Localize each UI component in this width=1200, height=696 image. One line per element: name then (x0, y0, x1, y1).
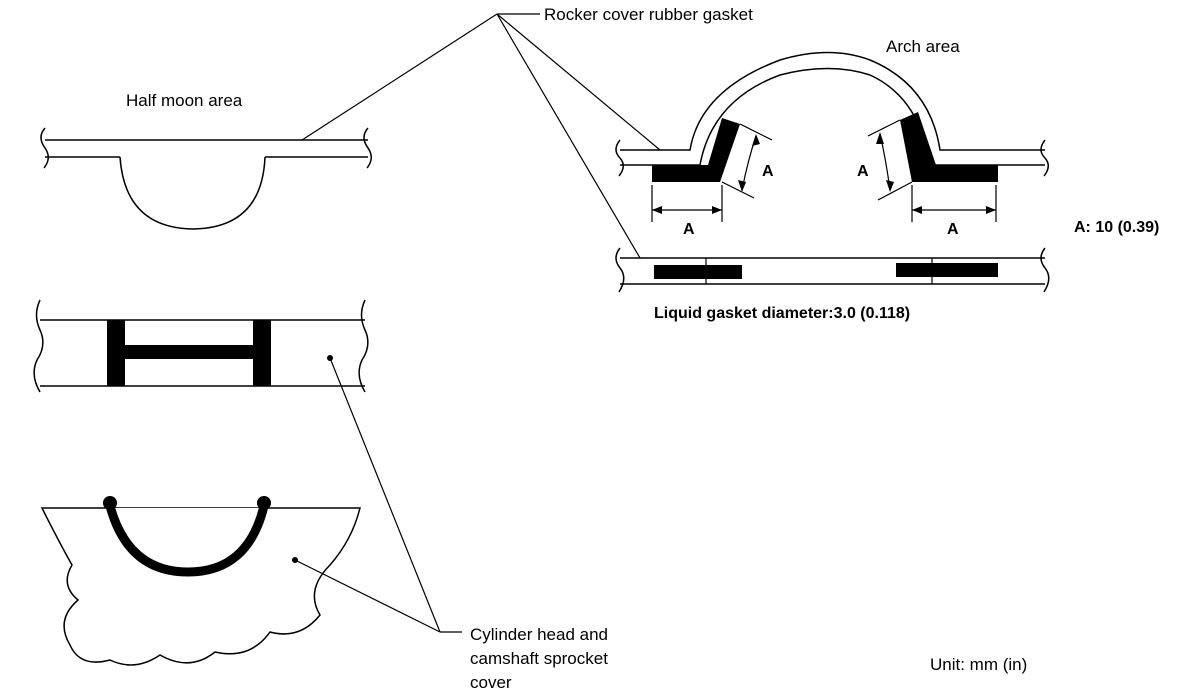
leader-rocker-halfmoon (301, 13, 498, 141)
dimension-a-value: A: 10 (0.39) (1074, 219, 1159, 236)
leader-lines (292, 13, 661, 633)
arch-outer (620, 51, 1045, 151)
h-bead-crossbar (107, 345, 271, 359)
dim-a-label-arc-right: A (857, 163, 869, 180)
cylinder-head-gasket-bead (105, 501, 269, 577)
unit-label: Unit: mm (in) (930, 655, 1027, 674)
liquid-bead-right (896, 263, 998, 277)
arch-bead-left (652, 118, 740, 182)
rocker-cover-gasket-label: Rocker cover rubber gasket (544, 5, 753, 24)
cylinder-head-label-line2: camshaft sprocket (470, 649, 608, 668)
cylinder-head-label-line1: Cylinder head and (470, 625, 608, 644)
leader-cylinder-hflat (329, 357, 441, 633)
halfmoon-semicircle (119, 156, 266, 230)
arch-break-right (1040, 139, 1049, 177)
hbead-break-left (33, 299, 44, 393)
arch-break-left (615, 139, 624, 177)
arch-area (615, 51, 1049, 222)
cylinder-head-outline (40, 507, 361, 666)
leader-rocker-liquid (496, 13, 641, 259)
h-bead-area (33, 299, 369, 393)
halfmoon-break-left (40, 127, 49, 169)
arch-bead-right (900, 112, 998, 182)
half-moon-area-label: Half moon area (126, 91, 243, 110)
leader-cylinder-head (294, 559, 441, 633)
half-moon-area (40, 127, 372, 230)
liquid-bead-left (654, 265, 742, 279)
leader-rocker-arch (496, 13, 661, 151)
hbead-break-right (358, 299, 369, 393)
cylinder-head (40, 496, 361, 666)
cylinder-head-label-line3: cover (470, 673, 512, 692)
arch-area-label: Arch area (886, 37, 960, 56)
dim-a-label-horizontal-left: A (683, 221, 695, 238)
dim-a-label-horizontal-right: A (947, 221, 959, 238)
leader-dot-head (292, 557, 298, 563)
liquid-gasket-label: Liquid gasket diameter:3.0 (0.118) (654, 305, 910, 322)
dim-a-label-arc-left: A (762, 163, 774, 180)
liquid-gasket-strip (615, 247, 1050, 293)
leader-dot-flat (327, 355, 333, 361)
halfmoon-break-right (363, 127, 372, 169)
